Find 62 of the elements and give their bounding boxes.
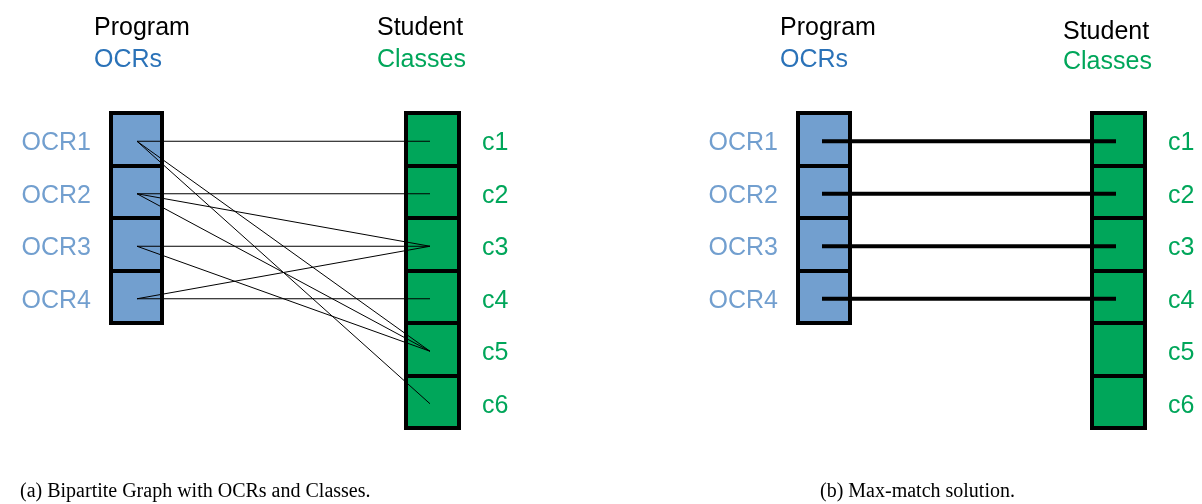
node-label: c1 (1168, 127, 1195, 156)
column-heading: Program (94, 12, 190, 40)
column-heading: Student (377, 12, 464, 40)
connector-line (136, 193, 431, 352)
figure-caption: (a) Bipartite Graph with OCRs and Classes. (20, 478, 371, 504)
column-heading: Student (1063, 16, 1150, 44)
node-label: c2 (1168, 179, 1195, 208)
node-label: c3 (482, 232, 509, 261)
grid-cell (404, 220, 461, 273)
connector-line (822, 139, 1116, 144)
connector-line (136, 245, 431, 352)
grid-cell (1090, 272, 1147, 325)
connector-line (822, 296, 1116, 301)
node-label: c4 (482, 284, 509, 313)
grid-cell (404, 167, 461, 220)
grid-cell (109, 272, 164, 325)
column-heading: Classes (1063, 46, 1152, 74)
node-label: OCR4 (21, 284, 91, 313)
figure-caption: (b) Max-match solution. (820, 478, 1015, 504)
column-heading: Program (780, 12, 876, 40)
connector-line (136, 140, 431, 352)
node-label: OCR1 (708, 127, 778, 156)
node-label: OCR2 (21, 179, 91, 208)
node-label: c4 (1168, 284, 1195, 313)
column-heading: OCRs (780, 44, 849, 72)
column-heading: Classes (377, 44, 466, 72)
connector-line (822, 191, 1116, 196)
connector-line (136, 140, 431, 405)
node-label: OCR1 (21, 127, 91, 156)
connector-line (822, 244, 1116, 249)
connector-line (136, 298, 431, 300)
node-label: OCR2 (708, 179, 778, 208)
grid-cell (109, 111, 164, 168)
grid-cell (109, 167, 164, 220)
grid-cell (796, 111, 852, 168)
node-label: c1 (482, 127, 509, 156)
node-label: OCR4 (708, 284, 778, 313)
column-heading: OCRs (94, 44, 163, 72)
grid-cell (796, 167, 852, 220)
node-label: c6 (482, 389, 509, 418)
grid-cell (404, 377, 461, 430)
grid-cell (404, 325, 461, 378)
grid-cell (1090, 325, 1147, 378)
connector-line (136, 140, 431, 142)
grid-cell (1090, 167, 1147, 220)
connector-line (136, 193, 431, 195)
connector-line (136, 193, 431, 247)
grid-cell (1090, 220, 1147, 273)
node-label: OCR3 (708, 232, 778, 261)
node-label: OCR3 (21, 232, 91, 261)
grid-cell (404, 272, 461, 325)
grid-cell (109, 220, 164, 273)
grid-cell (1090, 111, 1147, 168)
grid-cell (796, 220, 852, 273)
grid-cell (404, 111, 461, 168)
node-label: c6 (1168, 389, 1195, 418)
node-label: c3 (1168, 232, 1195, 261)
node-label: c5 (1168, 337, 1195, 366)
grid-cell (796, 272, 852, 325)
node-label: c2 (482, 179, 509, 208)
node-label: c5 (482, 337, 509, 366)
grid-cell (1090, 377, 1147, 430)
